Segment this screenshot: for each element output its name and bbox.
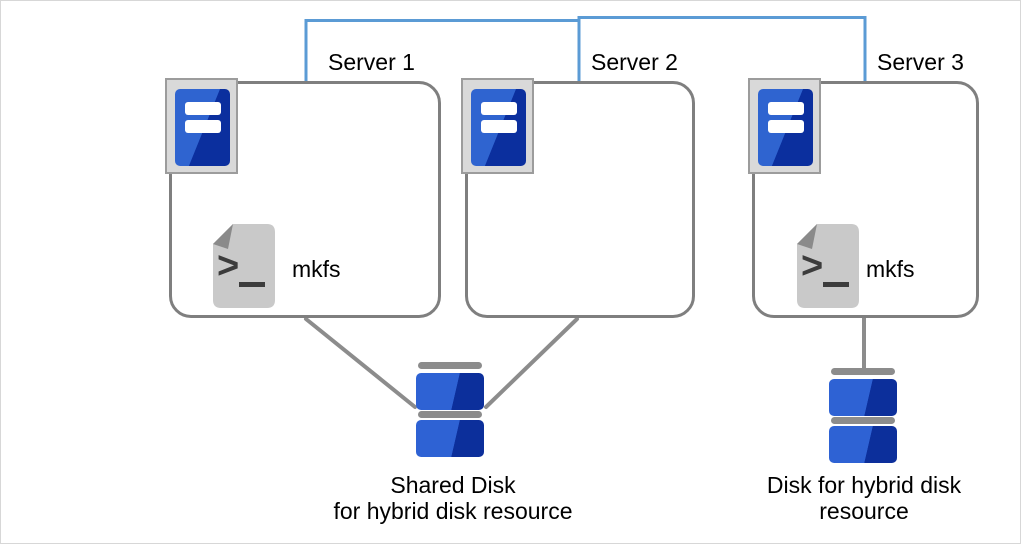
server-icon-slot — [481, 120, 517, 133]
shared-disk-label-line1: Shared Disk — [390, 472, 516, 498]
disk-block — [829, 379, 897, 416]
server-icon-panel — [758, 89, 813, 166]
server-tower-icon — [165, 78, 238, 174]
shared-disk-label: Shared Disk for hybrid disk resource — [313, 472, 593, 524]
disk-block — [416, 420, 484, 457]
disk-block — [416, 373, 484, 410]
server3-label: Server 3 — [877, 49, 964, 75]
hybrid-disk-label-line2: resource — [819, 498, 909, 524]
server-icon-panel — [175, 89, 230, 166]
svg-text:>: > — [217, 245, 239, 287]
server-icon-panel — [471, 89, 526, 166]
server3-mkfs-label: mkfs — [866, 256, 915, 282]
server-icon-slot — [185, 120, 221, 133]
disk-platter-bar — [831, 417, 895, 424]
server1-mkfs-label: mkfs — [292, 256, 341, 282]
shell-script-file-icon: > — [212, 223, 276, 309]
link-server1-shared-disk — [304, 317, 417, 409]
server2-label: Server 2 — [591, 49, 678, 75]
server-icon-slot — [481, 102, 517, 115]
link-server2-shared-disk — [484, 317, 579, 409]
svg-text:>: > — [801, 245, 823, 287]
shared-disk-label-line2: for hybrid disk resource — [333, 498, 573, 524]
server-tower-icon — [461, 78, 534, 174]
disk-platter-bar — [418, 362, 482, 369]
disk-stack-icon — [416, 362, 484, 457]
hybrid-disk-label-line1: Disk for hybrid disk — [766, 472, 962, 498]
disk-block — [829, 426, 897, 463]
disk-platter-bar — [831, 368, 895, 375]
disk-platter-bar — [418, 411, 482, 418]
shell-script-file-icon: > — [796, 223, 860, 309]
disk-stack-icon — [829, 368, 897, 463]
server-icon-slot — [768, 102, 804, 115]
server-tower-icon — [748, 78, 821, 174]
hybrid-disk-label: Disk for hybrid disk resource — [724, 472, 1004, 524]
server-icon-slot — [185, 102, 221, 115]
server-icon-slot — [768, 120, 804, 133]
server2-box — [465, 81, 695, 318]
server1-label: Server 1 — [328, 49, 415, 75]
